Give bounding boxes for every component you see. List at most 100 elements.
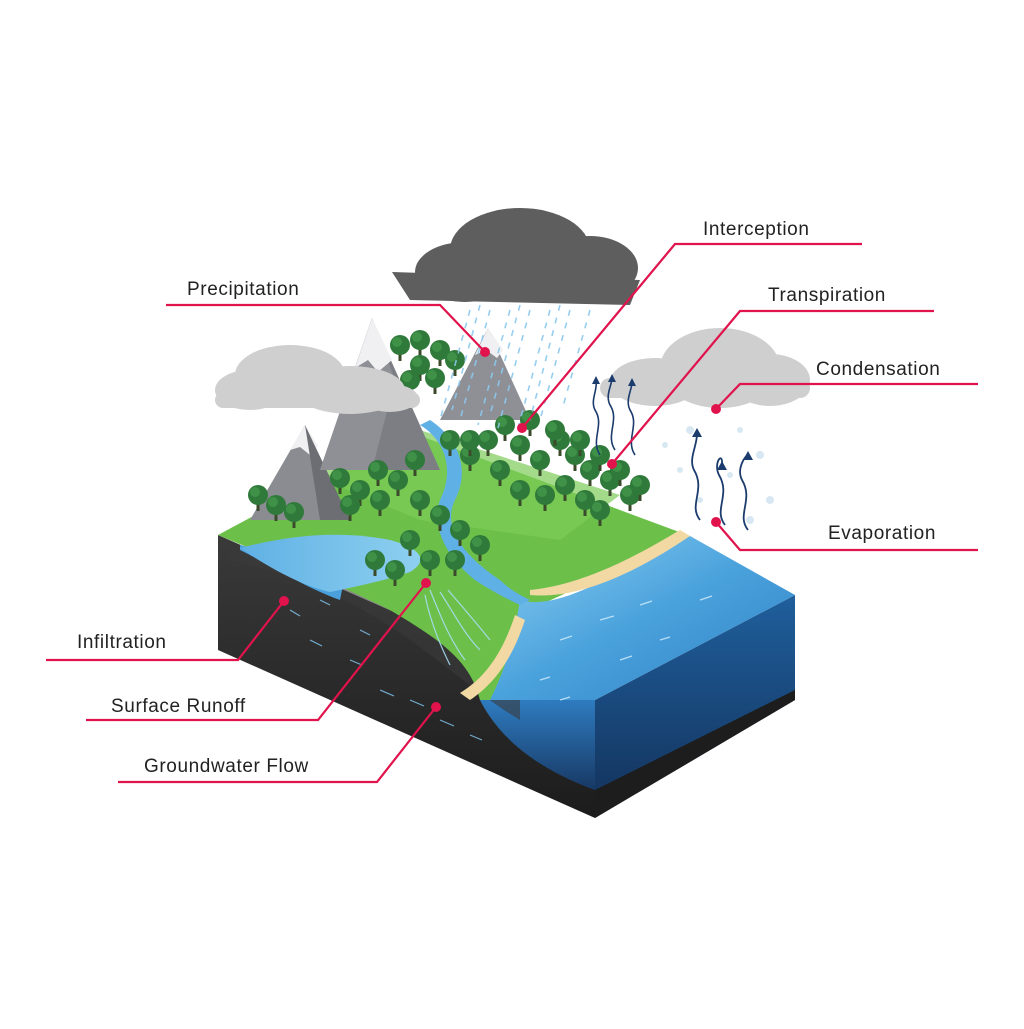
tree-highlight — [602, 472, 612, 482]
evaporation-arrows — [691, 431, 749, 531]
label-infiltration: Infiltration — [77, 632, 167, 653]
tree-highlight — [250, 487, 260, 497]
tree-trunk — [553, 436, 557, 446]
tree-highlight — [286, 504, 296, 514]
tree-trunk — [458, 536, 462, 546]
rain-cloud — [392, 208, 640, 305]
label-groundwater-flow: Groundwater Flow — [144, 756, 309, 777]
tree-trunk — [428, 566, 432, 576]
tree-trunk — [618, 476, 622, 486]
tree-trunk — [418, 506, 422, 516]
tree-trunk — [393, 576, 397, 586]
tree-highlight — [392, 337, 402, 347]
tree-trunk — [638, 491, 642, 501]
tree-trunk — [378, 506, 382, 516]
tree-highlight — [622, 487, 632, 497]
tree-highlight — [632, 477, 642, 487]
forest — [248, 330, 650, 586]
tree-trunk — [256, 501, 260, 511]
tree-highlight — [402, 532, 412, 542]
tree-highlight — [372, 492, 382, 502]
tree-highlight — [367, 552, 377, 562]
tree-trunk — [338, 484, 342, 494]
label-transpiration: Transpiration — [768, 285, 886, 306]
tree-highlight — [402, 372, 412, 382]
tree-highlight — [422, 552, 432, 562]
tree-trunk — [448, 446, 452, 456]
label-precipitation: Precipitation — [187, 279, 300, 300]
tree-highlight — [532, 452, 542, 462]
label-surface-runoff: Surface Runoff — [111, 696, 246, 717]
tree-trunk — [486, 446, 490, 456]
tree-highlight — [432, 507, 442, 517]
label-condensation: Condensation — [816, 359, 941, 380]
leader-dots — [279, 347, 721, 712]
tree-highlight — [442, 432, 452, 442]
tree-trunk — [348, 511, 352, 521]
tree-trunk — [498, 476, 502, 486]
tree-trunk — [628, 501, 632, 511]
condensation-cloud — [600, 328, 810, 408]
tree-highlight — [432, 342, 442, 352]
label-evaporation: Evaporation — [828, 523, 937, 544]
tree-highlight — [447, 552, 457, 562]
tree-trunk — [543, 501, 547, 511]
tree-trunk — [518, 496, 522, 506]
tree-trunk — [438, 521, 442, 531]
tree-highlight — [427, 370, 437, 380]
leader-precipitation — [166, 303, 486, 353]
tree-trunk — [418, 371, 422, 381]
tree-highlight — [480, 432, 490, 442]
tree-highlight — [567, 447, 577, 457]
tree-trunk — [453, 566, 457, 576]
tree-trunk — [598, 461, 602, 471]
tree-trunk — [376, 476, 380, 486]
tree-trunk — [583, 506, 587, 516]
tree-trunk — [573, 461, 577, 471]
tree-highlight — [352, 482, 362, 492]
tree-highlight — [512, 437, 522, 447]
tree-trunk — [398, 351, 402, 361]
tree-highlight — [407, 452, 417, 462]
tree-trunk — [453, 366, 457, 376]
tree-highlight — [582, 462, 592, 472]
tree-highlight — [537, 487, 547, 497]
leader-surface-runoff — [86, 582, 427, 722]
tree-highlight — [452, 522, 462, 532]
tree-trunk — [478, 551, 482, 561]
tree-trunk — [468, 461, 472, 471]
tree-trunk — [578, 446, 582, 456]
tree-trunk — [413, 466, 417, 476]
tree-highlight — [547, 422, 557, 432]
tree-highlight — [412, 492, 422, 502]
tree-trunk — [418, 346, 422, 356]
light-cloud-left — [215, 345, 420, 414]
vapor-dots — [662, 426, 774, 524]
tree-trunk — [373, 566, 377, 576]
tree-trunk — [396, 486, 400, 496]
tree-highlight — [447, 352, 457, 362]
tree-highlight — [577, 492, 587, 502]
tree-trunk — [588, 476, 592, 486]
leader-transpiration — [611, 309, 934, 465]
tree-highlight — [390, 472, 400, 482]
tree-trunk — [503, 431, 507, 441]
leader-condensation — [715, 382, 978, 410]
tree-highlight — [412, 357, 422, 367]
tree-highlight — [412, 332, 422, 342]
tree-highlight — [472, 537, 482, 547]
leader-evaporation — [715, 521, 978, 552]
tree-highlight — [342, 497, 352, 507]
leader-infiltration — [46, 600, 285, 662]
leader-interception — [521, 242, 862, 429]
tree-highlight — [462, 432, 472, 442]
tree-highlight — [332, 470, 342, 480]
tree-trunk — [538, 466, 542, 476]
tree-highlight — [370, 462, 380, 472]
tree-highlight — [557, 477, 567, 487]
tree-trunk — [528, 426, 532, 436]
tree-highlight — [592, 502, 602, 512]
tree-trunk — [292, 518, 296, 528]
